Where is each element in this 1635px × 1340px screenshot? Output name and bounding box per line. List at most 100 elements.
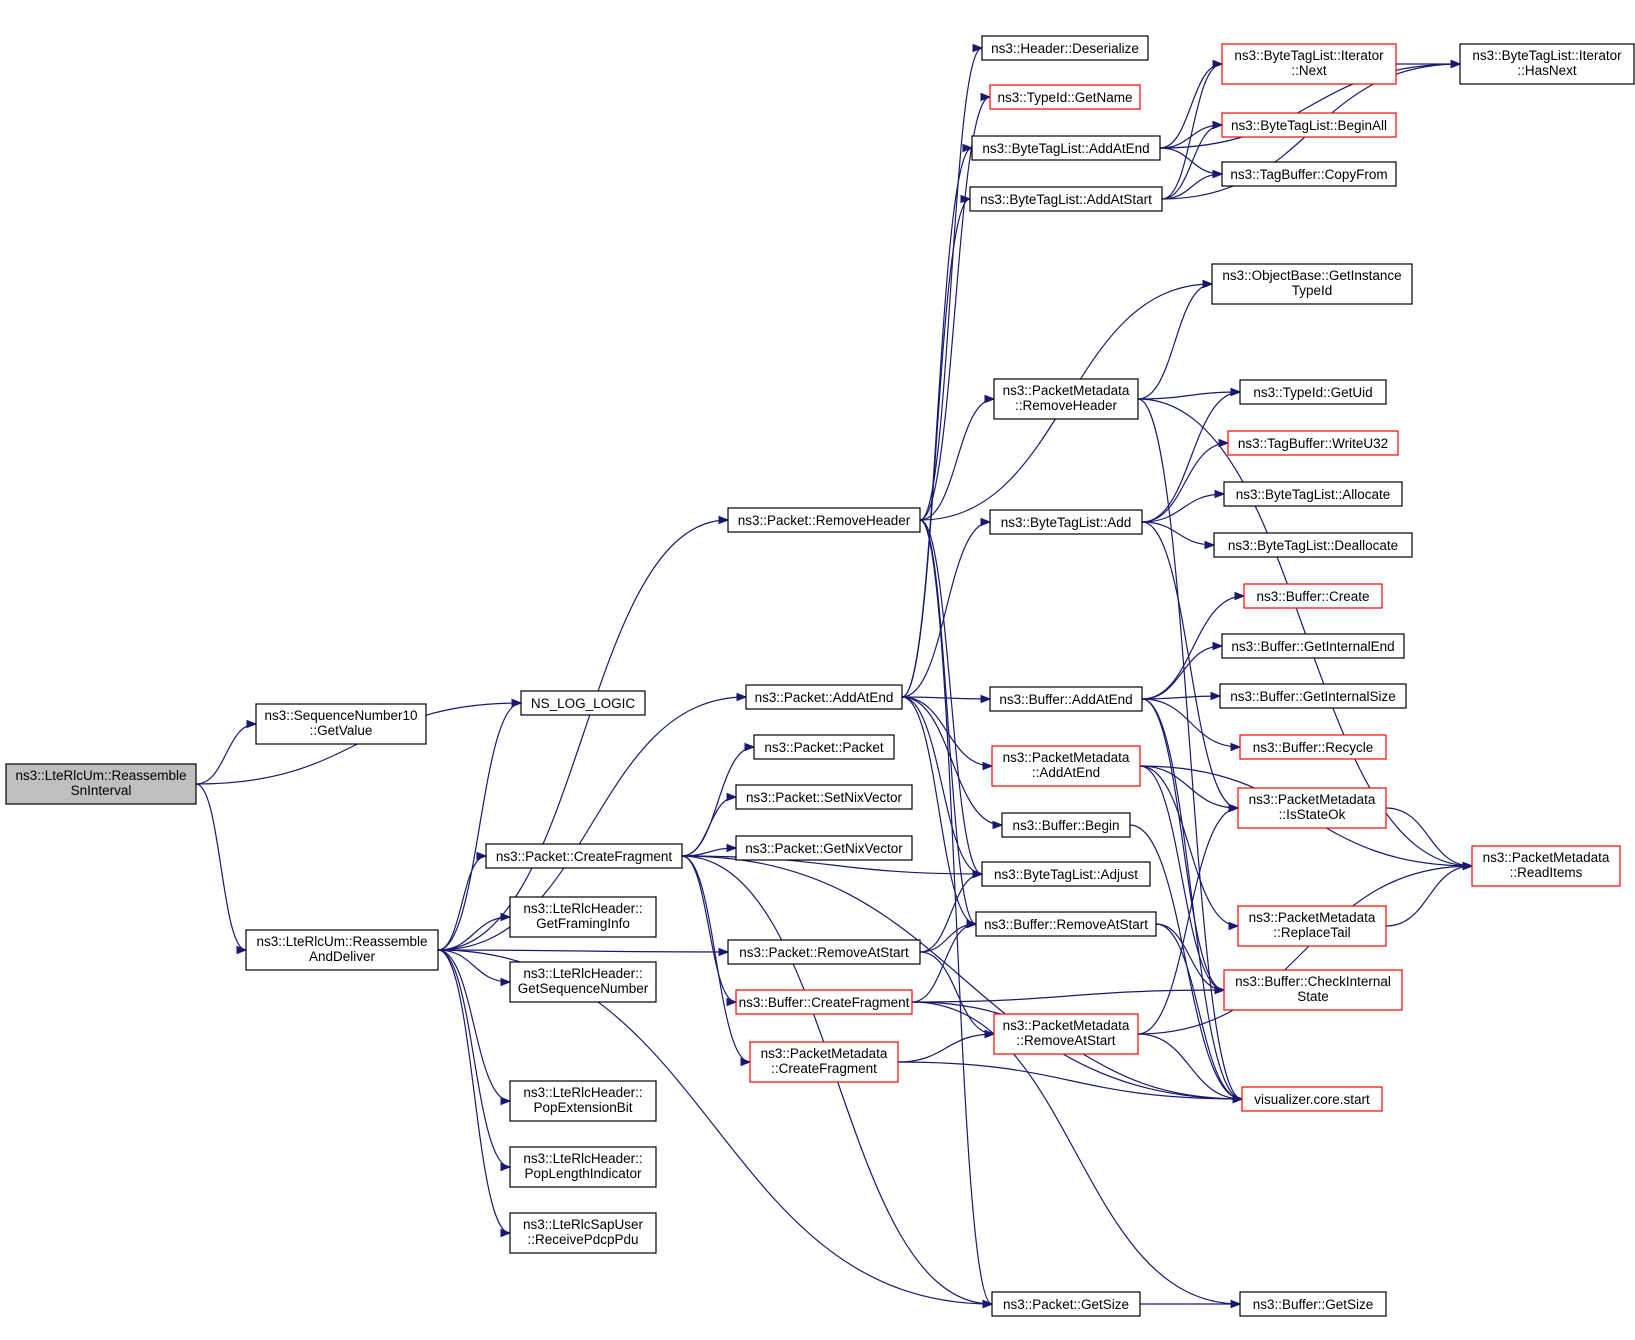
function-node-bcf[interactable]: ns3::Buffer::CreateFragment (735, 989, 913, 1015)
function-node-rpp[interactable]: ns3::LteRlcSapUser::ReceivePdcpPdu (509, 1212, 657, 1254)
node-box[interactable] (971, 135, 1161, 161)
function-node-btba[interactable]: ns3::ByteTagList::BeginAll (1221, 112, 1397, 138)
function-node-bgie[interactable]: ns3::Buffer::GetInternalEnd (1221, 633, 1405, 659)
function-node-bras[interactable]: ns3::Buffer::RemoveAtStart (975, 911, 1157, 937)
function-node-bgis[interactable]: ns3::Buffer::GetInternalSize (1219, 683, 1407, 709)
function-node-bgs[interactable]: ns3::Buffer::GetSize (1239, 1291, 1387, 1317)
node-box[interactable] (735, 835, 913, 861)
function-node-bthn[interactable]: ns3::ByteTagList::Iterator::HasNext (1459, 43, 1635, 85)
node-box[interactable] (1471, 845, 1621, 887)
node-box[interactable] (1221, 43, 1397, 85)
node-box[interactable] (1459, 43, 1635, 85)
function-node-pli[interactable]: ns3::LteRlcHeader::PopLengthIndicator (509, 1146, 657, 1188)
function-node-pmrh[interactable]: ns3::PacketMetadata::RemoveHeader (993, 378, 1139, 420)
function-node-gsn[interactable]: ns3::LteRlcHeader::GetSequenceNumber (509, 961, 657, 1003)
function-node-pras[interactable]: ns3::Packet::RemoveAtStart (727, 939, 921, 965)
function-node-pmras[interactable]: ns3::PacketMetadata::RemoveAtStart (993, 1013, 1139, 1055)
node-box[interactable] (727, 939, 921, 965)
function-node-pgs[interactable]: ns3::Packet::GetSize (991, 1291, 1141, 1317)
function-node-ppk[interactable]: ns3::Packet::Packet (753, 734, 895, 760)
node-box[interactable] (509, 1212, 657, 1254)
node-box[interactable] (981, 35, 1149, 61)
function-node-pmrt[interactable]: ns3::PacketMetadata::ReplaceTail (1237, 905, 1387, 947)
node-box[interactable] (509, 896, 657, 938)
node-box[interactable] (975, 911, 1157, 937)
node-box[interactable] (1213, 532, 1413, 558)
node-box[interactable] (509, 1146, 657, 1188)
function-node-tgn[interactable]: ns3::TypeId::GetName (989, 84, 1141, 110)
node-box[interactable] (969, 186, 1163, 212)
function-node-vcs[interactable]: visualizer.core.start (1241, 1086, 1383, 1112)
function-node-hdes[interactable]: ns3::Header::Deserialize (981, 35, 1149, 61)
node-box[interactable] (1211, 263, 1413, 305)
node-box[interactable] (1221, 161, 1397, 187)
node-box[interactable] (520, 690, 646, 716)
function-node-pmiso[interactable]: ns3::PacketMetadata::IsStateOk (1237, 787, 1387, 829)
node-box[interactable] (991, 745, 1141, 787)
node-box[interactable] (735, 784, 913, 810)
function-node-pae[interactable]: ns3::Packet::AddAtEnd (745, 684, 903, 710)
node-box[interactable] (1227, 430, 1399, 456)
node-box[interactable] (1239, 734, 1387, 760)
node-box[interactable] (735, 989, 913, 1015)
function-node-nslog[interactable]: NS_LOG_LOGIC (520, 690, 646, 716)
node-box[interactable] (981, 861, 1151, 887)
node-box[interactable] (1219, 683, 1407, 709)
function-node-bbeg[interactable]: ns3::Buffer::Begin (1001, 812, 1131, 838)
node-box[interactable] (509, 961, 657, 1003)
node-box[interactable] (991, 1291, 1141, 1317)
function-node-btin[interactable]: ns3::ByteTagList::Iterator::Next (1221, 43, 1397, 85)
function-node-pcf[interactable]: ns3::Packet::CreateFragment (485, 843, 683, 869)
function-node-gfi[interactable]: ns3::LteRlcHeader::GetFramingInfo (509, 896, 657, 938)
node-box[interactable] (509, 1080, 657, 1122)
function-node-btae[interactable]: ns3::ByteTagList::AddAtEnd (971, 135, 1161, 161)
function-node-pmri[interactable]: ns3::PacketMetadata::ReadItems (1471, 845, 1621, 887)
node-box[interactable] (1223, 969, 1403, 1011)
node-box[interactable] (1223, 481, 1403, 507)
node-box[interactable] (1221, 633, 1405, 659)
node-box[interactable] (1221, 112, 1397, 138)
node-box[interactable] (989, 686, 1143, 712)
function-node-psn[interactable]: ns3::Packet::SetNixVector (735, 784, 913, 810)
function-node-btadd[interactable]: ns3::ByteTagList::Add (989, 509, 1143, 535)
function-node-btdl[interactable]: ns3::ByteTagList::Deallocate (1213, 532, 1413, 558)
node-box[interactable] (1239, 1291, 1387, 1317)
function-node-btal[interactable]: ns3::ByteTagList::Allocate (1223, 481, 1403, 507)
node-box[interactable] (1243, 583, 1383, 609)
node-box[interactable] (1237, 787, 1387, 829)
function-node-brec[interactable]: ns3::Buffer::Recycle (1239, 734, 1387, 760)
function-node-tbcf[interactable]: ns3::TagBuffer::CopyFrom (1221, 161, 1397, 187)
node-box[interactable] (989, 84, 1141, 110)
node-box[interactable] (989, 509, 1143, 535)
node-box[interactable] (753, 734, 895, 760)
node-box[interactable] (993, 378, 1139, 420)
function-node-btas[interactable]: ns3::ByteTagList::AddAtStart (969, 186, 1163, 212)
node-box[interactable] (5, 763, 197, 805)
function-node-prh[interactable]: ns3::Packet::RemoveHeader (727, 507, 921, 533)
function-node-pgn[interactable]: ns3::Packet::GetNixVector (735, 835, 913, 861)
node-box[interactable] (1001, 812, 1131, 838)
function-node-tgu[interactable]: ns3::TypeId::GetUid (1239, 379, 1387, 405)
function-node-sn10[interactable]: ns3::SequenceNumber10::GetValue (255, 703, 427, 745)
function-node-tbw[interactable]: ns3::TagBuffer::WriteU32 (1227, 430, 1399, 456)
node-box[interactable] (993, 1013, 1139, 1055)
function-node-bae[interactable]: ns3::Buffer::AddAtEnd (989, 686, 1143, 712)
function-node-pmcf[interactable]: ns3::PacketMetadata::CreateFragment (749, 1041, 899, 1083)
function-node-btadj[interactable]: ns3::ByteTagList::Adjust (981, 861, 1151, 887)
function-node-pmae[interactable]: ns3::PacketMetadata::AddAtEnd (991, 745, 1141, 787)
node-box[interactable] (1237, 905, 1387, 947)
node-box[interactable] (727, 507, 921, 533)
node-box[interactable] (745, 684, 903, 710)
node-box[interactable] (255, 703, 427, 745)
function-node-bcr[interactable]: ns3::Buffer::Create (1243, 583, 1383, 609)
node-box[interactable] (1239, 379, 1387, 405)
node-box[interactable] (245, 929, 439, 971)
node-box[interactable] (485, 843, 683, 869)
node-box[interactable] (749, 1041, 899, 1083)
function-node-peb[interactable]: ns3::LteRlcHeader::PopExtensionBit (509, 1080, 657, 1122)
node-box[interactable] (1241, 1086, 1383, 1112)
